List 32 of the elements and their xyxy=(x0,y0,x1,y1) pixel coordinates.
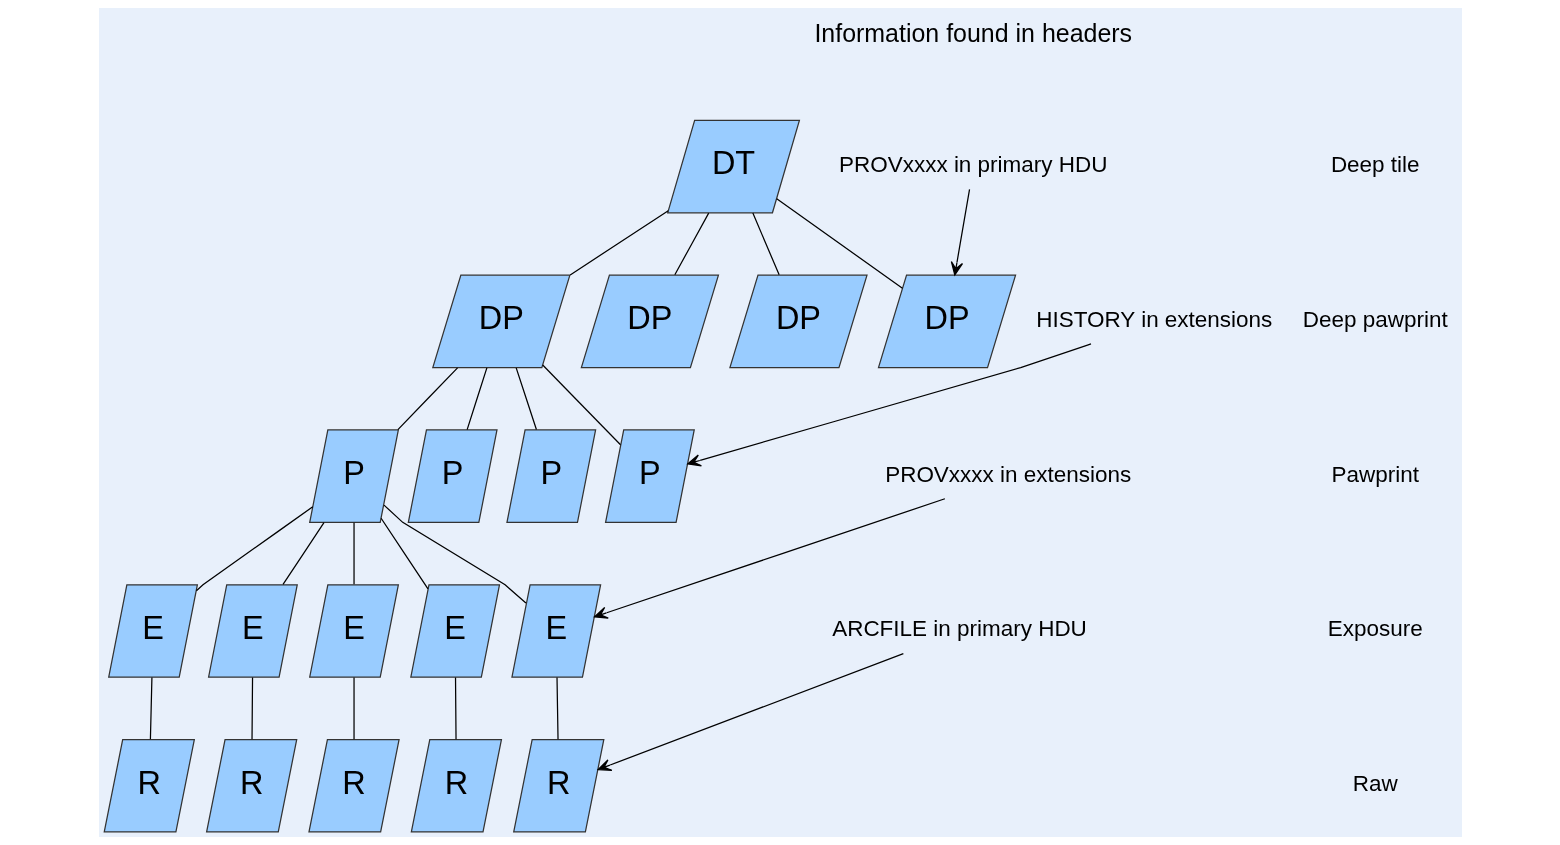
arrow xyxy=(686,343,1092,467)
node-text: PROVxxxx in primary HDU xyxy=(838,152,1107,178)
connector xyxy=(569,210,669,276)
connector xyxy=(454,676,457,740)
arrow xyxy=(950,188,970,276)
label: Exposure xyxy=(1327,616,1423,642)
connector xyxy=(195,506,313,592)
connector xyxy=(352,676,355,740)
node-text: PROVxxxx in extensions xyxy=(884,461,1131,487)
connector xyxy=(149,676,153,740)
label: Information found in headers xyxy=(813,18,1132,47)
label: Pawprint xyxy=(1331,461,1419,487)
label: Deep tile xyxy=(1330,152,1420,178)
node-text: ARCFILE in primary HDU xyxy=(831,616,1087,642)
connector xyxy=(751,212,780,276)
connector xyxy=(352,522,355,585)
connector xyxy=(382,504,527,604)
label: Deep pawprint xyxy=(1302,306,1448,332)
connector xyxy=(555,676,559,740)
arrow xyxy=(597,652,904,771)
connector xyxy=(673,212,709,276)
connector xyxy=(515,367,537,431)
label: Raw xyxy=(1352,771,1398,797)
connector xyxy=(775,198,903,289)
arrow xyxy=(593,498,945,619)
connector xyxy=(250,676,253,740)
connector xyxy=(380,517,429,590)
connector xyxy=(541,364,621,446)
connector xyxy=(466,367,487,431)
connector xyxy=(281,522,325,585)
connector xyxy=(396,367,458,431)
node-text: HISTORY in extensions xyxy=(1035,306,1272,332)
